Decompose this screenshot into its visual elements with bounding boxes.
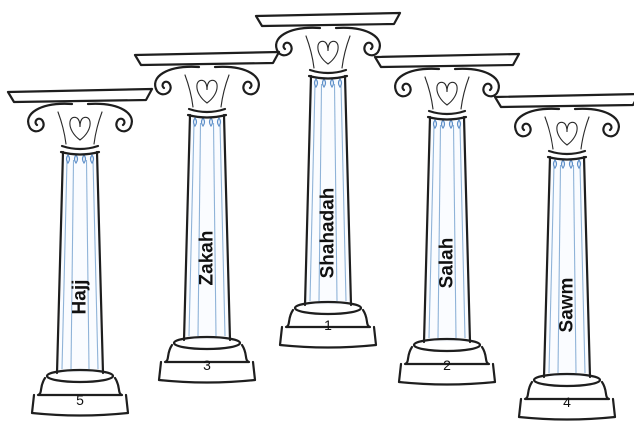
column-shaft — [544, 157, 590, 377]
pillar-number: 4 — [563, 394, 571, 410]
capital-leaf — [425, 77, 433, 109]
right-volute — [336, 28, 380, 56]
capital-ornament — [437, 82, 457, 105]
capital-leaf — [221, 75, 229, 107]
column-shaft — [184, 115, 230, 340]
pillar-number: 5 — [76, 392, 84, 408]
capital-abacus — [135, 52, 279, 65]
column-shaft — [424, 117, 470, 342]
left-volute — [395, 69, 439, 97]
capital-abacus — [8, 89, 152, 102]
capital-band — [549, 151, 585, 154]
right-volute — [455, 69, 499, 97]
capital-leaf — [581, 117, 589, 149]
right-volute — [88, 104, 132, 132]
capital-leaf — [58, 112, 66, 144]
pillar-label: Salah — [437, 238, 458, 289]
capital-leaf — [185, 75, 193, 107]
capital-band — [62, 146, 98, 149]
left-volute — [515, 109, 559, 137]
capital-band — [189, 109, 225, 112]
pillar-number: 2 — [443, 357, 451, 373]
pillar-hajj: 5 Hajj — [8, 89, 152, 416]
capital-leaf — [545, 117, 553, 149]
pillar-sawm: 4 Sawm — [495, 94, 634, 420]
pillar-number: 1 — [324, 317, 332, 333]
capital-ornament — [557, 122, 577, 145]
capital-band — [429, 111, 465, 114]
capital-band — [310, 70, 346, 73]
pillar-number: 3 — [203, 357, 211, 373]
right-volute — [575, 109, 619, 137]
pillar-label: Shahadah — [318, 188, 339, 279]
pillar-salah: 2 Salah — [375, 54, 519, 385]
capital-leaf — [461, 77, 469, 109]
capital-leaf — [94, 112, 102, 144]
capital-leaf — [342, 36, 350, 68]
pillar-label: Sawm — [557, 278, 578, 333]
capital-leaf — [306, 36, 314, 68]
pillar-label: Zakah — [197, 231, 218, 286]
capital-ornament — [318, 41, 338, 64]
pillar-label: Hajj — [70, 280, 91, 315]
left-volute — [28, 104, 72, 132]
left-volute — [276, 28, 320, 56]
capital-ornament — [197, 80, 217, 103]
pillar-zakah: 3 Zakah — [135, 52, 279, 383]
capital-abacus — [375, 54, 519, 67]
right-volute — [215, 67, 259, 95]
column-shaft — [57, 152, 103, 373]
left-volute — [155, 67, 199, 95]
capital-abacus — [495, 94, 634, 107]
capital-ornament — [70, 117, 90, 140]
capital-abacus — [256, 13, 400, 26]
